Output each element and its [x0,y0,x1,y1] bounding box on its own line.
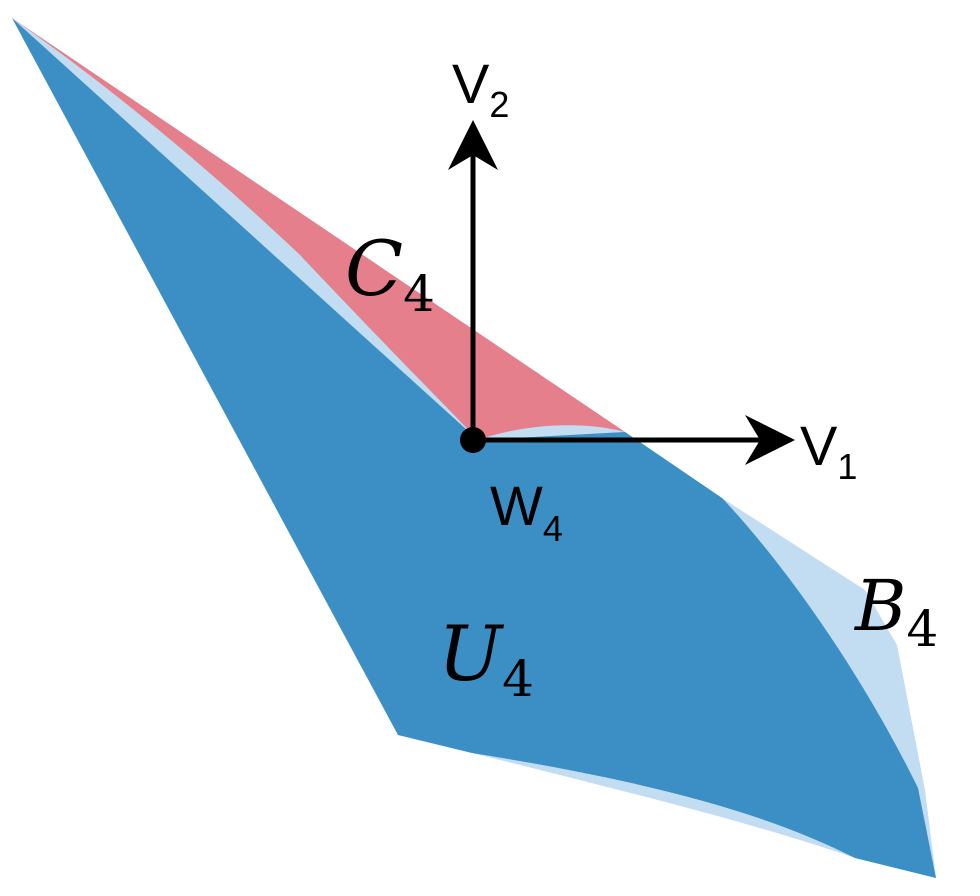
region-label-c4: C4 [345,224,435,323]
v2-axis-label: V2 [452,52,509,125]
v1-axis-label: V1 [800,414,857,487]
origin-point-w4 [460,427,486,453]
origin-label-w4: W4 [490,474,563,549]
region-label-b4: B4 [853,565,938,658]
region-label-u4: U4 [438,609,534,708]
